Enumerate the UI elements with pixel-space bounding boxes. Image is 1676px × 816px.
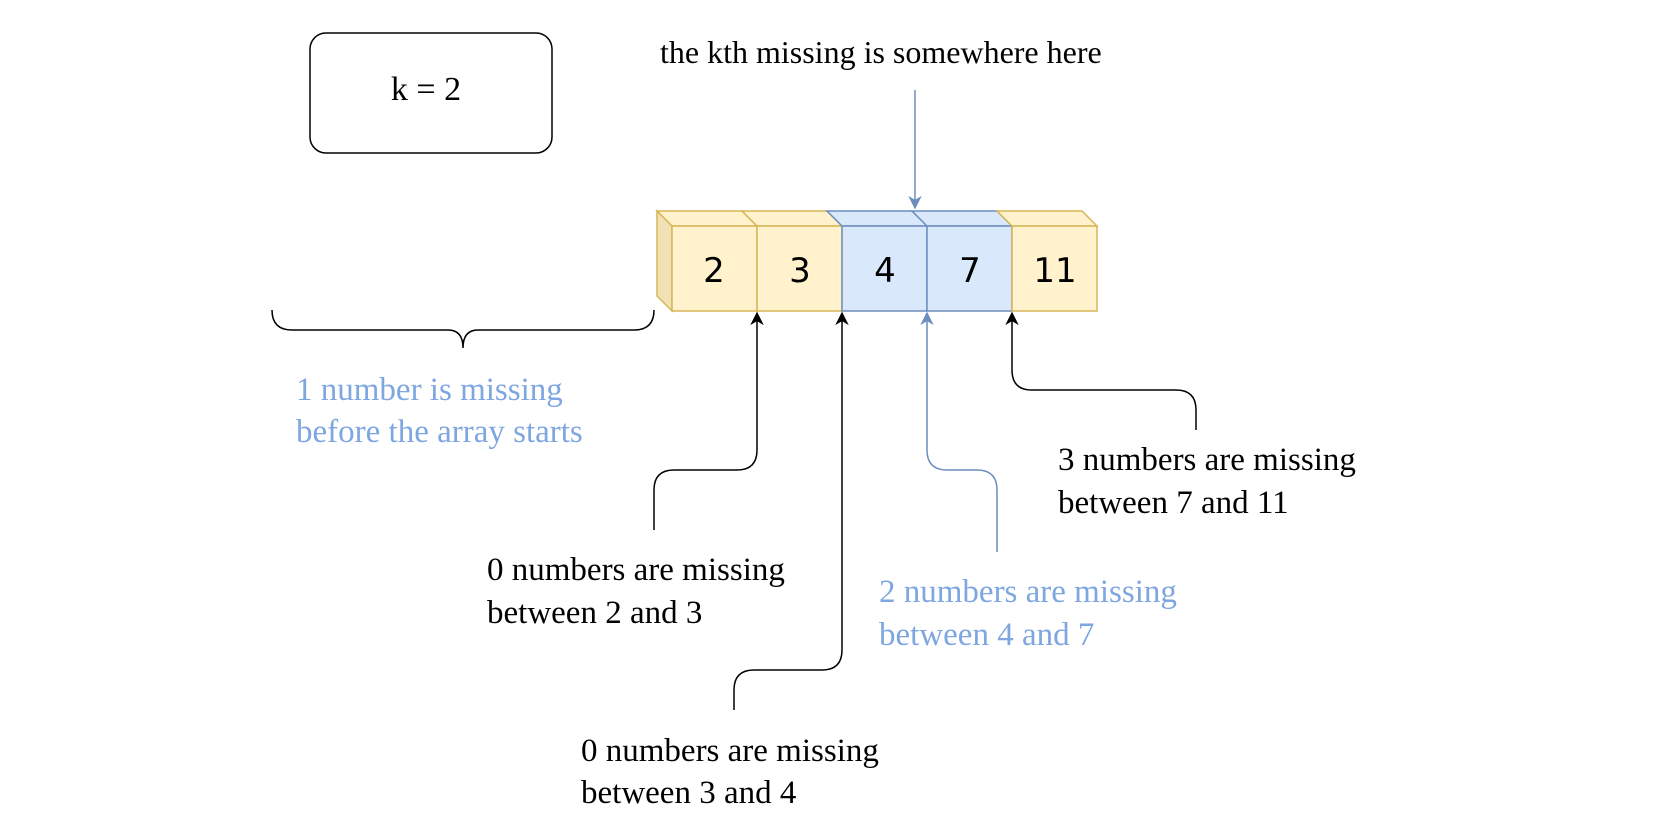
array-cell-4: 11 <box>995 210 1099 312</box>
gap-2-3-connector <box>653 311 764 530</box>
gap-3-4-line1: 0 numbers are missing <box>581 733 879 769</box>
gap-4-7-connector <box>920 311 998 552</box>
before-array-brace <box>271 309 655 349</box>
gap-3-4-line2: between 3 and 4 <box>581 775 796 811</box>
kth-pointer-label: the kth missing is somewhere here <box>660 34 1102 70</box>
array-cell-3: 7 <box>910 210 1014 312</box>
before-array-line1: 1 number is missing <box>296 372 563 408</box>
array-cell-value: 3 <box>789 251 811 291</box>
gap-2-3-line2: between 2 and 3 <box>487 595 702 631</box>
gap-7-11-line2: between 7 and 11 <box>1058 485 1289 521</box>
gap-7-11-connector <box>1005 311 1197 430</box>
array-cell-2: 4 <box>825 210 929 312</box>
gap-4-7-line1: 2 numbers are missing <box>879 574 1177 610</box>
array-cell-1: 3 <box>740 210 844 312</box>
gap-4-7-line2: between 4 and 7 <box>879 617 1094 653</box>
gap-3-4-connector <box>733 311 849 710</box>
k-box-label: k = 2 <box>391 71 461 108</box>
array-cell-0: 2 <box>655 209 759 313</box>
gap-7-11-line1: 3 numbers are missing <box>1058 442 1356 478</box>
array-cell-value: 4 <box>874 251 896 291</box>
array-cell-value: 11 <box>1033 251 1076 291</box>
before-array-line2: before the array starts <box>296 414 583 450</box>
k-box <box>309 32 553 154</box>
array-cell-value: 7 <box>959 251 981 291</box>
gap-2-3-line1: 0 numbers are missing <box>487 552 785 588</box>
array-cell-value: 2 <box>703 251 725 291</box>
